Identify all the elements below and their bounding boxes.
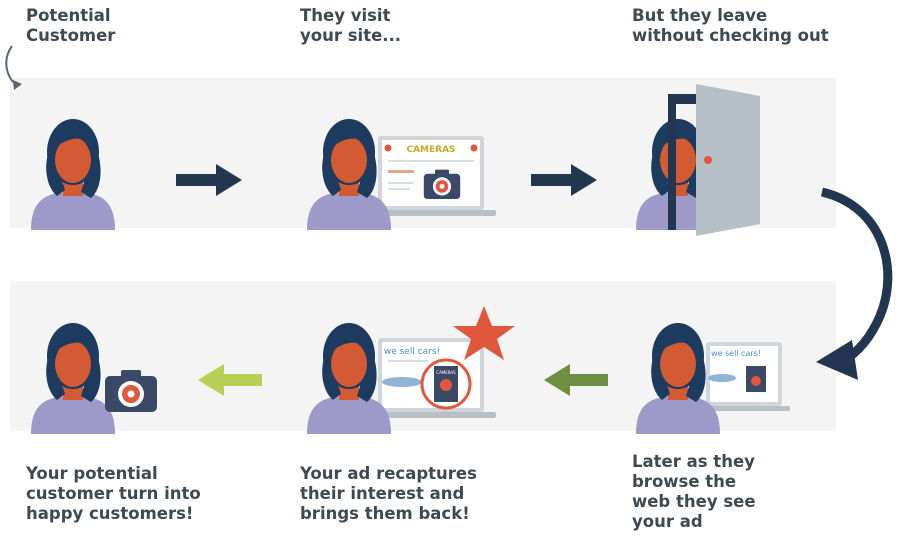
caption-visit-site: They visit your site... bbox=[300, 6, 402, 45]
door-frame bbox=[668, 94, 696, 230]
arrow-right-2 bbox=[531, 164, 597, 196]
arrow-left-2 bbox=[198, 364, 262, 396]
arrow-right-1 bbox=[176, 164, 242, 196]
ad-banner-text-right: we sell cars! bbox=[711, 349, 761, 358]
door-icon bbox=[696, 84, 760, 236]
arrow-left-1 bbox=[544, 364, 608, 396]
caption-happy: Your potential customer turn into happy … bbox=[26, 464, 201, 523]
caption-potential-customer: Potential Customer bbox=[26, 6, 116, 45]
purchased-camera-icon bbox=[105, 370, 157, 412]
curved-return-arrow bbox=[816, 187, 893, 380]
site-banner-text: CAMERAS bbox=[406, 145, 455, 155]
ad-banner-text-center: we sell cars! bbox=[384, 347, 440, 357]
customer-person-icon bbox=[31, 119, 115, 230]
happy-customer-person-icon bbox=[31, 323, 115, 434]
door-knob bbox=[704, 156, 712, 164]
laptop-ad-icon-center: we sell cars! bbox=[368, 338, 496, 418]
caption-see-ad: Later as they browse the web they see yo… bbox=[632, 452, 756, 531]
ad-card-label: CAMERAS bbox=[436, 370, 456, 375]
curved-start-arrow bbox=[5, 45, 22, 90]
highlighted-ad-card: CAMERAS bbox=[420, 358, 472, 410]
star-icon bbox=[453, 306, 515, 360]
laptop-site-icon: CAMERAS bbox=[368, 136, 496, 216]
laptop-ad-icon-right: we sell cars! bbox=[696, 342, 790, 411]
site-camera-icon bbox=[423, 169, 461, 199]
caption-recapture: Your ad recaptures their interest and br… bbox=[300, 464, 477, 523]
caption-leave: But they leave without checking out bbox=[632, 6, 829, 45]
